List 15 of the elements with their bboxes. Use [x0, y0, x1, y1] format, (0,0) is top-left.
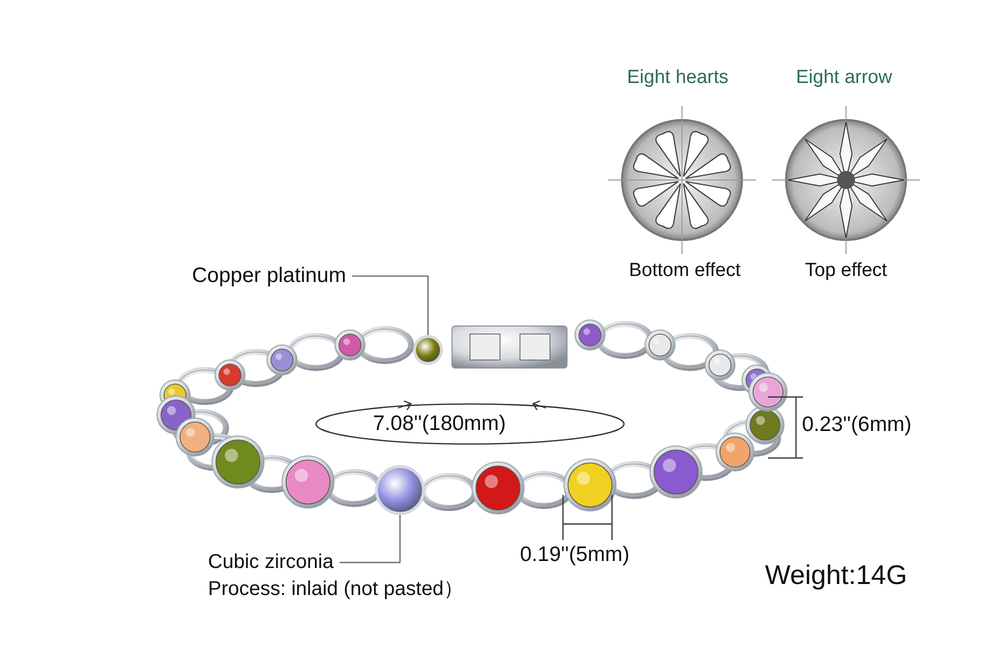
dimension-label: 0.19''(5mm): [520, 543, 630, 568]
leader-line: [352, 275, 429, 338]
caption-label: Top effect: [805, 260, 888, 282]
title-label: Eight arrow: [796, 67, 892, 89]
note-text: Process: inlaid (not pasted）: [208, 578, 464, 601]
dimension-label: 0.23''(6mm): [802, 413, 912, 438]
title-label: Eight hearts: [627, 67, 728, 89]
callout-label: Copper platinum: [192, 264, 346, 288]
dimension-label: 7.08''(180mm): [373, 412, 506, 436]
gemstone: [378, 468, 422, 512]
callout-label: Cubic zirconia: [208, 551, 334, 574]
caption-label: Bottom effect: [629, 260, 741, 282]
weight-label: Weight:14G: [765, 560, 908, 592]
leader-line: [340, 512, 401, 564]
gemstone: [416, 338, 440, 362]
